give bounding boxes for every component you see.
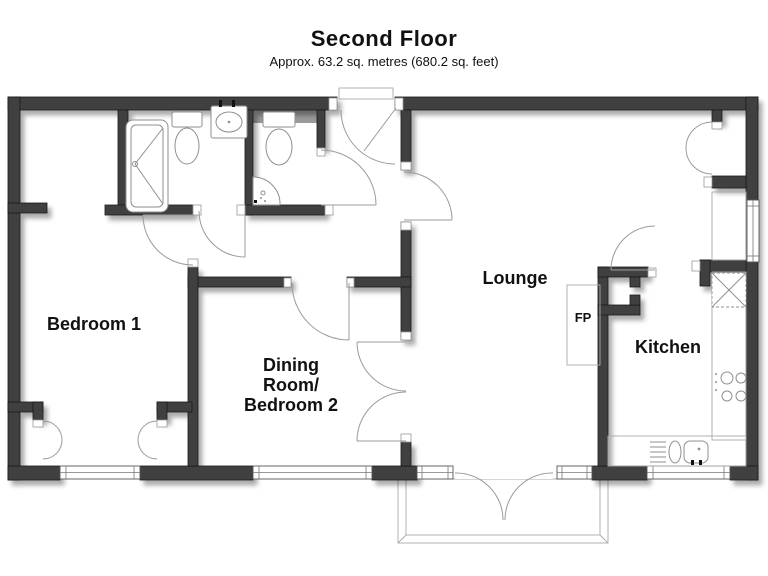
wc-door-arc — [320, 149, 377, 206]
dining-label-line1: Dining — [263, 355, 319, 375]
toilet-icon — [171, 111, 203, 165]
hob-icon — [715, 371, 747, 402]
window — [646, 465, 731, 480]
door-arcs — [42, 107, 713, 521]
plan-subtitle: Approx. 63.2 sq. metres (680.2 sq. feet) — [269, 54, 499, 69]
tall-unit-icon — [711, 272, 747, 308]
hall-lounge-door-arc — [403, 171, 453, 221]
lounge-label: Lounge — [483, 268, 548, 288]
french-doors-arc — [454, 472, 554, 521]
kitchen-counter — [711, 271, 747, 441]
corner-basin-icon — [252, 176, 281, 206]
window — [59, 465, 141, 480]
kitchen-label: Kitchen — [635, 337, 701, 357]
window — [416, 465, 454, 480]
dining-label-line2: Room/ — [263, 375, 319, 395]
closet-left-bifold-arc — [42, 420, 63, 460]
bedroom1-door-arc — [142, 214, 194, 266]
shower-icon — [125, 119, 169, 213]
entrance-landing — [338, 87, 394, 100]
window — [556, 465, 593, 480]
kitchen-sink-icon — [607, 435, 747, 467]
wash-basin-icon — [210, 100, 248, 139]
fireplace-label: FP — [575, 310, 592, 325]
fireplace: FP — [566, 284, 601, 366]
closet-right-bifold-arc — [137, 420, 158, 460]
kitchen-door-arc — [610, 225, 656, 271]
cupboard-shelf — [711, 191, 747, 261]
cupboard-bifold-arc — [685, 121, 713, 175]
plan-header: Second Floor Approx. 63.2 sq. metres (68… — [0, 26, 768, 69]
plan-title: Second Floor — [310, 26, 458, 51]
dining-label-line3: Bedroom 2 — [244, 395, 338, 415]
toilet-icon — [262, 111, 296, 166]
entrance-door-arc — [340, 107, 397, 165]
walls — [7, 96, 759, 481]
dining-door-arc — [291, 282, 350, 341]
windows — [59, 199, 760, 480]
room-labels: Bedroom 1 Dining Room/ Bedroom 2 Lounge … — [47, 268, 701, 415]
wall-caps — [32, 97, 723, 443]
bedroom1-label: Bedroom 1 — [47, 314, 141, 334]
bathroom-door-arc — [198, 210, 246, 258]
window — [746, 199, 760, 263]
window — [252, 465, 373, 480]
fixtures: FP — [125, 100, 747, 467]
french-door-opening — [455, 466, 553, 479]
dining-lounge-double-door-arc — [356, 341, 407, 442]
